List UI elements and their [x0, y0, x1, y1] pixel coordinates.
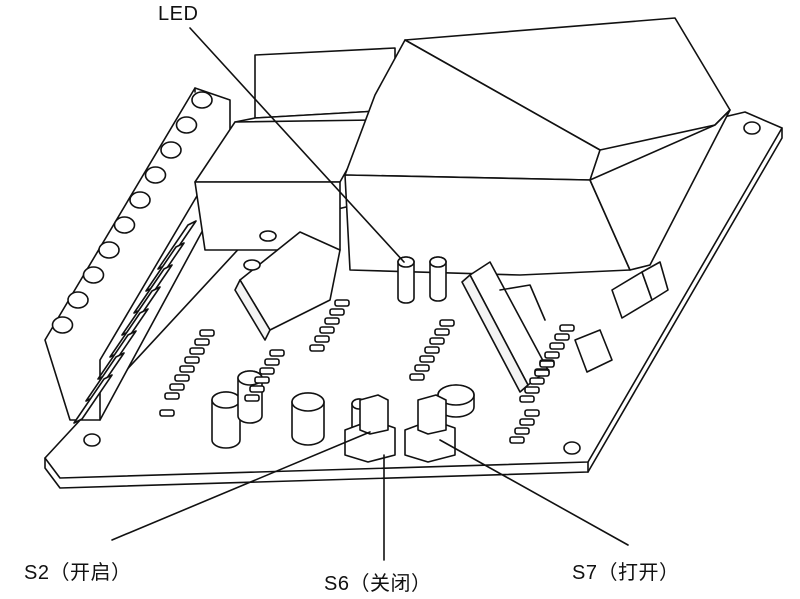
smd-part: [414, 364, 430, 372]
mounting-hole: [743, 121, 761, 135]
smd-part: [189, 347, 205, 355]
terminal-screw: [129, 191, 151, 209]
smd-part: [249, 385, 265, 393]
smd-part: [554, 333, 570, 341]
smd-part: [524, 409, 540, 417]
smd-part: [439, 319, 455, 327]
smd-part: [514, 427, 530, 435]
smd-part: [429, 337, 445, 345]
smd-part: [539, 360, 555, 368]
smd-part: [264, 358, 280, 366]
s2-label: S2（开启）: [24, 562, 132, 584]
smd-part: [244, 394, 260, 402]
smd-part: [164, 392, 180, 400]
relay-large: [344, 17, 731, 276]
smd-part: [194, 338, 210, 346]
trimmer-block: [234, 230, 341, 341]
smd-part: [534, 369, 550, 377]
smd-part: [184, 356, 200, 364]
smd-part: [254, 376, 270, 384]
smd-part: [199, 329, 215, 337]
terminal-screw: [144, 166, 167, 184]
smd-part: [259, 367, 275, 375]
terminal-screw: [67, 291, 89, 309]
edge-connector: [574, 261, 669, 373]
terminal-screw: [98, 241, 120, 259]
smd-part: [269, 349, 285, 357]
smd-part: [334, 299, 350, 307]
smd-part: [544, 351, 560, 359]
smd-part: [419, 355, 435, 363]
smd-part: [519, 395, 535, 403]
mounting-hole: [563, 441, 581, 455]
smd-part: [434, 328, 450, 336]
terminal-slot: [73, 374, 113, 424]
mounting-hole: [83, 433, 101, 447]
s7-label: S7（打开）: [572, 562, 680, 584]
smd-components: [159, 299, 575, 444]
smd-part: [174, 374, 190, 382]
smd-part: [559, 324, 575, 332]
smd-part: [409, 373, 425, 381]
terminal-block: [44, 87, 231, 424]
smd-part: [509, 436, 525, 444]
terminal-screw: [51, 316, 74, 334]
terminal-screw: [113, 216, 136, 234]
smd-part: [549, 342, 565, 350]
terminal-screw: [191, 91, 213, 109]
terminal-screw: [82, 266, 105, 284]
smd-part: [314, 335, 330, 343]
smd-part: [524, 386, 540, 394]
smd-part: [424, 346, 440, 354]
callout-lines: [111, 27, 629, 561]
smd-part: [519, 418, 535, 426]
smd-part: [324, 317, 340, 325]
smd-part: [319, 326, 335, 334]
led-label: LED: [158, 3, 199, 25]
smd-part: [179, 365, 195, 373]
smd-part: [159, 409, 175, 417]
smd-part: [329, 308, 345, 316]
s6-label: S6（关闭）: [324, 573, 432, 595]
push-buttons: [344, 394, 456, 463]
terminal-screw: [175, 116, 198, 134]
smd-part: [529, 377, 545, 385]
smd-part: [169, 383, 185, 391]
smd-part: [309, 344, 325, 352]
terminal-screw: [160, 141, 182, 159]
capacitors: [211, 370, 475, 449]
